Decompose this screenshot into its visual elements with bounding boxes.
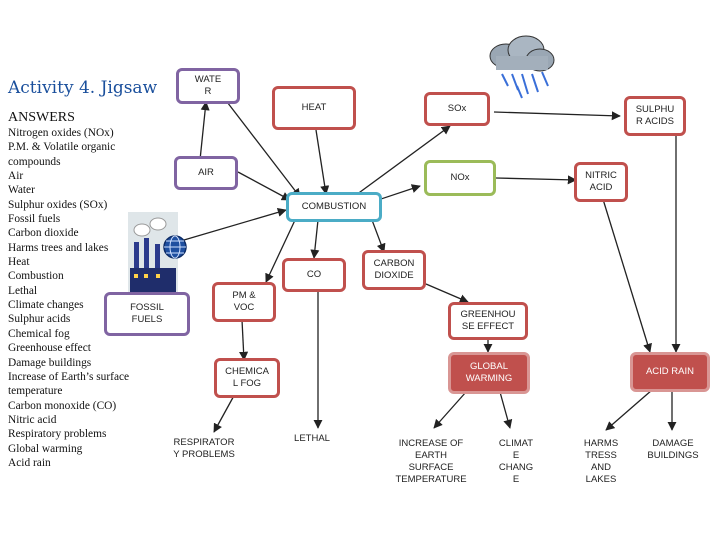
node-heat: HEAT <box>272 86 356 130</box>
list-item: Chemical fog <box>8 327 70 340</box>
factory-icon <box>128 212 178 292</box>
node-carbon-dioxide: CARBON DIOXIDE <box>362 250 426 290</box>
node-climate-change: CLIMAT E CHANG E <box>498 438 534 485</box>
link-nox-nitric <box>495 175 577 185</box>
list-item: Global warming <box>8 442 83 455</box>
link-combustion-co <box>310 219 320 259</box>
page-title: Activity 4. Jigsaw <box>8 78 158 98</box>
link-pmvoc-fog <box>239 319 249 361</box>
node-lethal: LETHAL <box>294 433 330 444</box>
link-nitric-acidrain <box>601 195 652 353</box>
list-item: Harms trees and lakes <box>8 241 109 254</box>
answers-heading: ANSWERS <box>8 110 75 125</box>
node-water: WATE R <box>176 68 240 104</box>
node-harms-trees: HARMS TRESS AND LAKES <box>583 438 619 485</box>
list-item: Heat <box>8 256 30 269</box>
list-item: Water <box>8 184 35 197</box>
list-item: Fossil fuels <box>8 213 61 226</box>
link-air-combustion <box>237 171 291 201</box>
list-item: Climate changes <box>8 299 84 312</box>
node-sulphur-acids: SULPHU R ACIDS <box>624 96 686 136</box>
node-fossil-fuels: FOSSIL FUELS <box>104 292 190 336</box>
list-item: Greenhouse effect <box>8 342 91 355</box>
link-combustion-sox <box>355 125 451 196</box>
link-combustion-pmvoc <box>265 217 297 283</box>
list-item: compounds <box>8 155 61 168</box>
list-item: temperature <box>8 385 63 398</box>
node-increase-temperature: INCREASE OF EARTH SURFACE TEMPERATURE <box>395 438 467 485</box>
node-chemical-fog: CHEMICA L FOG <box>214 358 280 398</box>
link-fog-respiratory <box>213 391 237 433</box>
link-fossil-combustion <box>183 207 287 241</box>
node-co: CO <box>282 258 346 292</box>
node-greenhouse-effect: GREENHOU SE EFFECT <box>448 302 528 340</box>
node-nox: NOx <box>424 160 496 196</box>
node-pm-voc: PM & VOC <box>212 282 276 322</box>
list-item: Increase of Earth’s surface <box>8 370 130 383</box>
list-item: Sulphur acids <box>8 313 71 326</box>
list-item: Carbon monoxide (CO) <box>8 399 117 412</box>
link-combustion-co2 <box>371 219 386 253</box>
link-sox-sulphur <box>493 111 621 121</box>
node-damage-buildings: DAMAGE BUILDINGS <box>647 438 699 461</box>
list-item: Damage buildings <box>8 356 92 369</box>
link-heat-combustion <box>315 129 330 195</box>
list-item: Respiratory problems <box>8 428 107 441</box>
list-item: Acid rain <box>8 456 51 469</box>
link-combustion-nox <box>377 184 421 201</box>
node-sox: SOx <box>424 92 490 126</box>
list-item: P.M. & Volatile organic <box>8 141 116 154</box>
link-water-combustion <box>223 97 301 198</box>
node-global-warming: GLOBAL WARMING <box>448 352 530 394</box>
list-item: Nitrogen oxides (NOx) <box>8 127 114 139</box>
list-item: Air <box>8 170 24 183</box>
node-respiratory-problems: RESPIRATOR Y PROBLEMS <box>173 437 235 460</box>
node-acid-rain: ACID RAIN <box>630 352 710 392</box>
link-acidrain-harms <box>605 389 653 431</box>
list-item: Sulphur oxides (SOx) <box>8 198 108 211</box>
list-item: Lethal <box>8 284 38 297</box>
list-item: Nitric acid <box>8 413 57 426</box>
link-co2-greenhouse <box>425 283 469 303</box>
globe-icon <box>163 235 187 259</box>
node-nitric-acid: NITRIC ACID <box>574 162 628 202</box>
link-warming-climate <box>499 391 513 429</box>
link-air-water <box>199 101 210 161</box>
list-item: Combustion <box>8 270 64 283</box>
link-warming-temperature <box>433 391 467 429</box>
node-air: AIR <box>174 156 238 190</box>
list-item: Carbon dioxide <box>8 227 79 240</box>
rain-cloud-icon <box>489 35 555 99</box>
node-combustion: COMBUSTION <box>286 192 382 222</box>
answers-list: Nitrogen oxides (NOx) P.M. & Volatile or… <box>8 126 129 470</box>
